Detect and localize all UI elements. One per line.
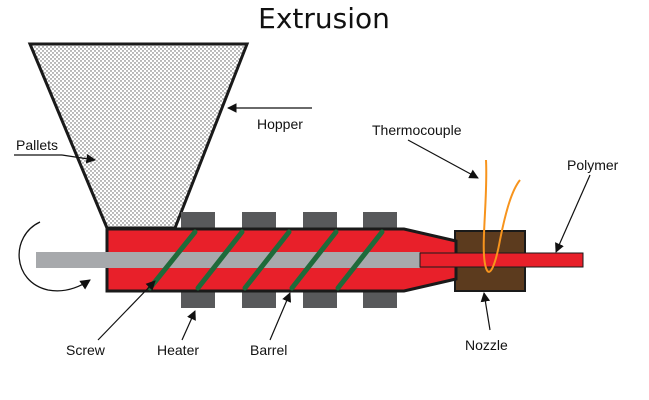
thermocouple-leader	[407, 139, 479, 179]
label-hopper: Hopper	[257, 116, 303, 132]
heater-band	[303, 290, 337, 308]
heater-leader	[181, 310, 196, 341]
nozzle-leader	[480, 292, 491, 331]
label-polymer: Polymer	[567, 157, 619, 173]
label-barrel: Barrel	[250, 342, 287, 358]
heater-band	[363, 290, 397, 308]
label-heater: Heater	[157, 342, 199, 358]
thermocouple-wire	[482, 159, 521, 273]
heaters-top	[181, 212, 397, 230]
heater-band	[181, 212, 215, 230]
hopper	[27, 42, 250, 230]
heater-band	[242, 212, 276, 230]
polymer-leader	[555, 174, 591, 253]
screw-flight	[242, 229, 292, 291]
heater-band	[181, 290, 215, 308]
rotation-arrow	[18, 221, 91, 292]
label-nozzle: Nozzle	[465, 337, 508, 353]
label-screw: Screw	[66, 342, 106, 358]
screw-flight	[147, 229, 198, 291]
heater-band	[303, 212, 337, 230]
screw-flights	[147, 229, 385, 291]
label-pallets: Pallets	[16, 137, 58, 153]
polymer-output	[419, 252, 584, 268]
screw-flight	[335, 229, 385, 291]
pallets-leader-diagonal	[61, 153, 96, 164]
screw-shaft	[36, 252, 420, 268]
heater-band	[242, 290, 276, 308]
screw-flight	[195, 229, 245, 291]
heater-band	[363, 212, 397, 230]
diagram-title: Extrusion	[258, 2, 390, 35]
screw-flight	[289, 229, 339, 291]
barrel-leader	[269, 292, 292, 341]
label-thermocouple: Thermocouple	[372, 122, 462, 138]
heaters-bottom	[181, 290, 397, 308]
screw-leader	[97, 280, 156, 341]
